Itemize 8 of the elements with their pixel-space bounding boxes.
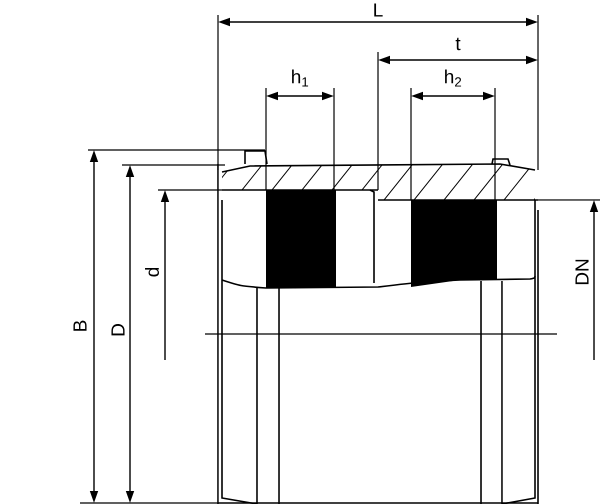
dimension-label: L (374, 3, 383, 17)
dimension-label: B (73, 320, 87, 331)
dimension-label: D (111, 324, 125, 336)
dimension-label: h$_{2}$ (445, 69, 462, 87)
dimension-label: DN (575, 260, 589, 284)
dimension-label: d (145, 268, 159, 276)
dimension-label: t (456, 38, 460, 50)
dimension-label: h$_{1}$ (292, 70, 308, 86)
